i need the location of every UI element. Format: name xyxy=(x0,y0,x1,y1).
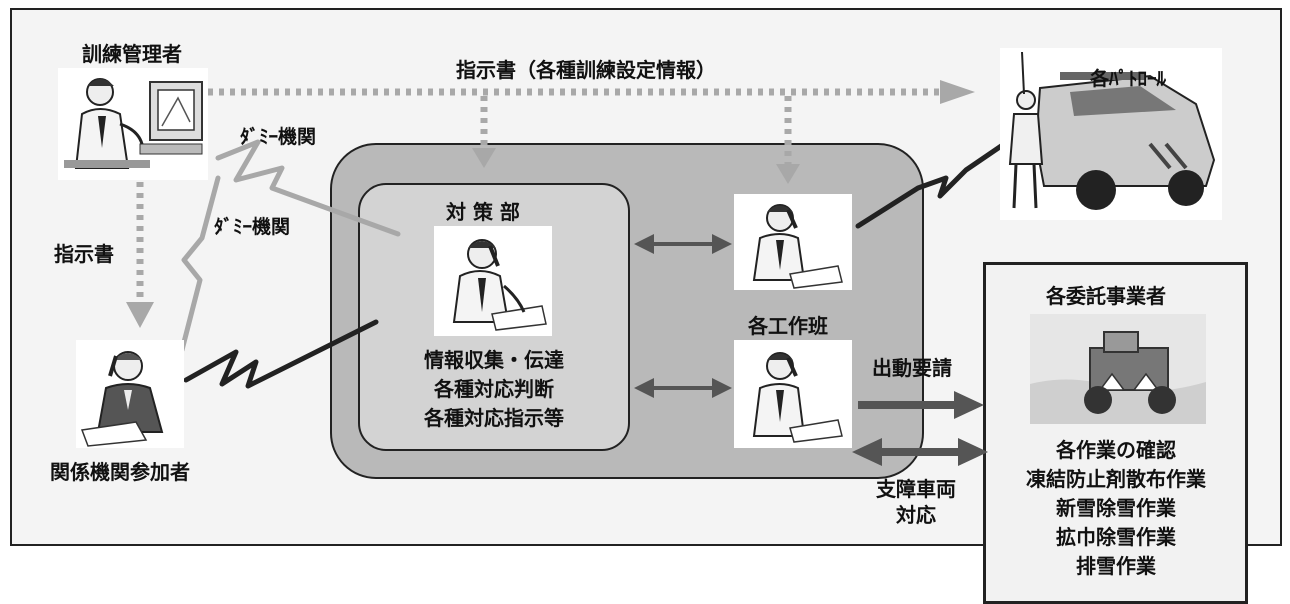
dispatch-arrowhead xyxy=(954,391,984,419)
radio-lines xyxy=(179,137,1013,389)
participant-on-phone-icon xyxy=(80,351,164,447)
contractor-task-list: 各作業の確認 凍結防止剤散布作業 新雪除雪作業 拡巾除雪作業 排雪作業 xyxy=(990,436,1242,581)
dummy-agency-label-1: ﾀﾞﾐｰ機関 xyxy=(240,126,317,148)
hq-operator-picture xyxy=(434,226,552,336)
hq-task-item: 各種対応指示等 xyxy=(424,406,564,430)
contractor-picture xyxy=(1030,314,1206,424)
contractor-arrows xyxy=(852,391,988,466)
contractor-task-item: 新雪除雪作業 xyxy=(1056,496,1176,520)
obstacle-vehicle-label: 支障車両 対応 xyxy=(866,476,966,528)
arrowhead-patrol xyxy=(940,80,975,104)
contractor-task-item: 拡巾除雪作業 xyxy=(1056,525,1176,549)
obstacle-arrow-shaft xyxy=(878,448,962,456)
instruction-label: 指示書 xyxy=(54,242,114,266)
arrowhead-crew xyxy=(776,164,800,184)
obstacle-vehicle-line1: 支障車両 xyxy=(876,477,956,501)
hq-crew-arrows xyxy=(634,234,732,398)
arrowhead-hq xyxy=(472,148,496,168)
contractor-task-heading: 各作業の確認 xyxy=(1056,438,1176,462)
dispatch-request-label: 出動要請 xyxy=(872,356,952,380)
operator-on-phone-icon xyxy=(752,352,843,443)
obstacle-arrowhead-right xyxy=(958,438,988,466)
hq-task-list: 情報収集・伝達 各種対応判断 各種対応指示等 xyxy=(376,346,612,433)
hq-task-item: 情報収集・伝達 xyxy=(424,348,564,372)
hq-task-item: 各種対応判断 xyxy=(434,377,554,401)
radio-line-agency-hq xyxy=(183,319,379,389)
hq-title: 対 策 部 xyxy=(446,200,520,224)
crew-operator-bottom-picture xyxy=(734,340,852,448)
patrol-label: 各ﾊﾟﾄﾛｰﾙ xyxy=(1090,68,1167,90)
contractor-task-item: 排雪作業 xyxy=(1076,554,1156,578)
dummy-agency-label-2: ﾀﾞﾐｰ機関 xyxy=(214,216,291,238)
contractor-task-item: 凍結防止剤散布作業 xyxy=(1026,467,1206,491)
obstacle-vehicle-line2: 対応 xyxy=(896,503,936,527)
patrol-vehicle-icon xyxy=(1008,51,1216,210)
operator-on-phone-icon xyxy=(452,239,547,331)
arrowhead-agency xyxy=(126,302,154,328)
patrol-picture xyxy=(1000,48,1222,220)
instruction-settings-label: 指示書（各種訓練設定情報） xyxy=(456,58,716,82)
training-manager-label: 訓練管理者 xyxy=(82,42,182,66)
manager-at-computer-icon xyxy=(64,78,203,169)
obstacle-arrowhead-left xyxy=(852,438,882,466)
related-agency-picture xyxy=(76,340,184,448)
radio-line-dummy-hq xyxy=(215,139,401,237)
operator-on-phone-icon xyxy=(752,204,843,289)
dotted-arrowheads xyxy=(126,80,975,328)
crew-operator-top-picture xyxy=(734,194,852,290)
work-crews-label: 各工作班 xyxy=(748,314,828,338)
related-agency-label: 関係機関参加者 xyxy=(50,460,190,484)
training-manager-picture xyxy=(58,68,208,180)
instruction-dotted-lines xyxy=(136,88,940,302)
dispatch-arrow-shaft xyxy=(858,401,958,409)
radio-line-crew-patrol xyxy=(855,137,1013,229)
snow-plow-vehicle-icon xyxy=(1030,314,1206,424)
contractors-label: 各委託事業者 xyxy=(1046,284,1166,308)
radio-line-dummy-agency xyxy=(179,175,221,353)
